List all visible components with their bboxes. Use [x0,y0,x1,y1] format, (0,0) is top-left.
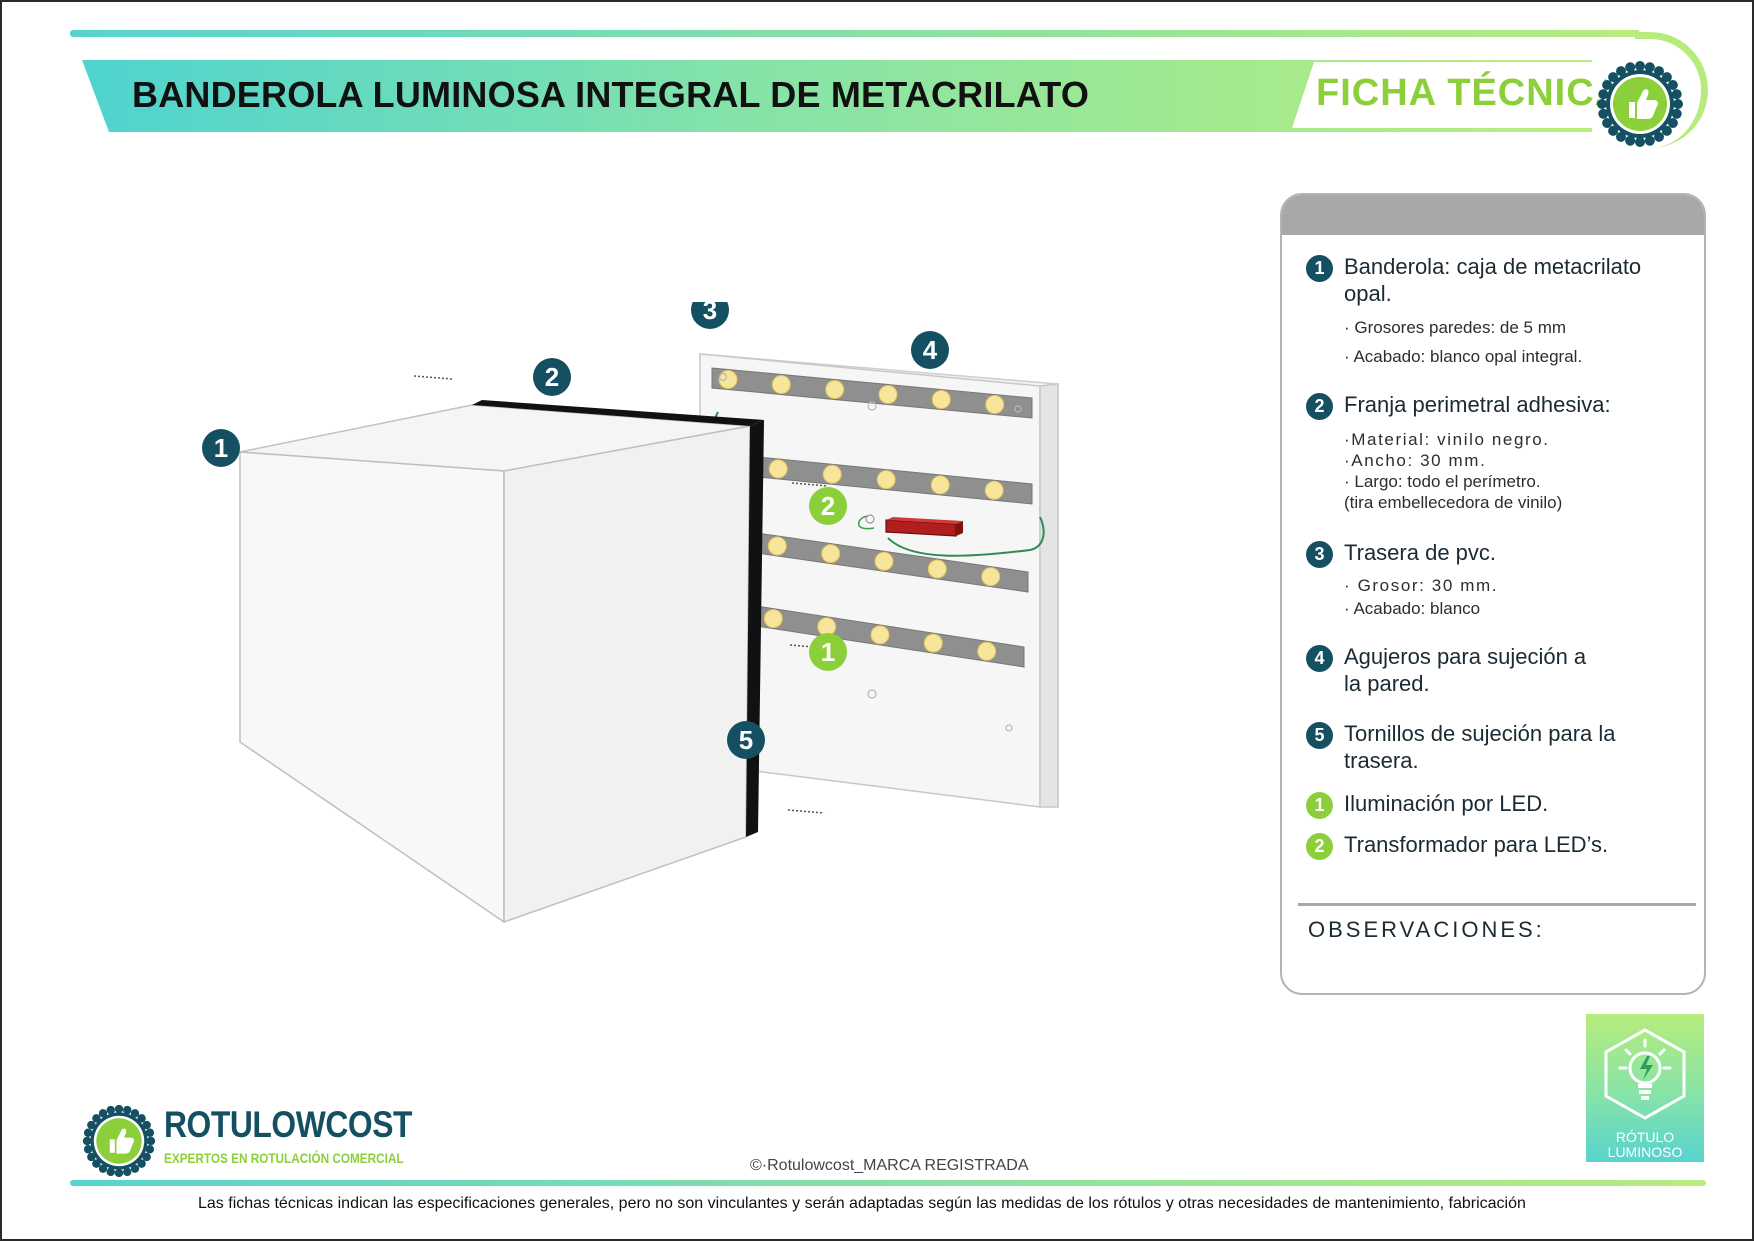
led-bulb [771,375,791,394]
rotulowcost-logo: ROTULOWCOST EXPERTOS EN ROTULACIÓN COMER… [82,1104,412,1178]
callout-dark-3: 3 [691,302,729,329]
ficha-tecnica-box [1292,62,1632,128]
ficha-tecnica-label: FICHA TÉCNICA [1316,72,1624,114]
callout-dark-1: 1 [202,429,240,467]
spec-detail: (tira embellecedora de vinilo) [1344,493,1563,512]
led-bulb [876,470,896,490]
spec-title: Franja perimetral adhesiva: [1344,392,1611,417]
transformer-block [885,517,963,537]
led-strip [711,367,1033,419]
callout-number: 1 [214,433,228,463]
spec-detail: ·Ancho: 30 mm. [1344,451,1487,470]
observations-label: OBSERVACIONES: [1308,917,1545,942]
spec-detail: · Grosor: 30 mm. [1344,576,1499,595]
spec-title: Tornillos de sujeción para la trasera. [1344,721,1616,773]
badge-line-2: LUMINOSO [1607,1144,1683,1160]
spec-title: Banderola: caja de metacrilato opal. [1344,254,1642,306]
callout-green-1: 1 [809,633,847,671]
callout-green-2: 2 [809,487,847,525]
spec-number-badge: 5 [1306,722,1333,749]
led-bulb [985,395,1005,414]
spec-title: Agujeros para sujeción a la pared. [1344,644,1587,696]
spec-detail: ·Material: vinilo negro. [1344,430,1550,449]
led-bulb [930,475,950,495]
led-bulb [870,625,890,645]
footer-line [70,1180,1706,1186]
page-title: BANDEROLA LUMINOSA INTEGRAL DE METACRILA… [132,74,1090,115]
spec-panel-header [1282,195,1704,235]
led-bulb [822,464,842,484]
spec-title: Trasera de pvc. [1344,540,1497,565]
spec-detail: · Largo: todo el perímetro. [1344,472,1541,491]
led-bulb [718,370,738,389]
spec-panel: 1 Banderola: caja de metacrilato opal. ·… [1280,193,1706,995]
header-arc [1635,32,1708,148]
banderola-exploded-illustration: 1 2 3 4 5 1 2 [202,302,1059,924]
callout-dark-2: 2 [533,358,571,396]
brand-tagline: EXPERTOS EN ROTULACIÓN COMERCIAL [164,1150,404,1166]
thumbs-up-seal-icon [82,1104,156,1178]
spec-number-badge: 2 [1306,833,1333,860]
led-bulb [981,567,1001,587]
led-bulb [931,390,951,409]
callout-dark-4: 4 [911,331,949,369]
spec-number-badge: 4 [1306,645,1333,672]
led-bulb [763,609,783,629]
led-bulb [977,641,997,661]
led-bulb [767,536,787,556]
badge-line-1: RÓTULO [1615,1129,1675,1145]
spec-detail: · Acabado: blanco [1344,599,1481,618]
led-bulb [825,380,845,399]
callout-number: 2 [821,491,835,521]
led-bulb [821,544,841,564]
thumbs-up-seal-icon [1597,61,1683,147]
callout-number: 3 [703,302,717,325]
led-strip [703,597,1025,668]
opal-methacrylate-box [239,400,764,924]
spec-number-badge: 2 [1306,393,1333,420]
spec-detail: · Grosores paredes: de 5 mm [1344,318,1567,337]
spec-title: Iluminación por LED. [1344,791,1549,816]
spec-number-badge: 1 [1306,255,1333,282]
disclaimer-text: Las fichas técnicas indican las especifi… [198,1195,1526,1212]
led-bulb [874,551,894,571]
spec-number-badge: 3 [1306,541,1333,568]
callout-number: 5 [739,725,753,755]
led-bulb [923,633,943,653]
callout-number: 4 [923,335,938,365]
callout-number: 2 [545,362,559,392]
led-strip [707,451,1033,505]
spec-number-badge: 1 [1306,792,1333,819]
panel-divider [1298,903,1696,906]
lightbulb-hexagon-icon [1604,1028,1686,1120]
brand-name: ROTULOWCOST [164,1104,413,1145]
spec-title: Transformador para LED’s. [1344,832,1609,857]
header-top-line [70,30,1640,37]
callout-dark-5: 5 [727,721,765,759]
led-bulb [927,559,947,579]
led-bulb [984,480,1004,500]
callout-number: 1 [821,637,835,667]
copyright-text: ©·Rotulowcost_MARCA REGISTRADA [750,1157,1029,1174]
spec-detail: · Acabado: blanco opal integral. [1344,347,1583,366]
led-bulb [878,385,898,404]
rotulo-luminoso-badge: RÓTULO LUMINOSO [1586,1014,1704,1162]
led-bulb [768,459,788,479]
